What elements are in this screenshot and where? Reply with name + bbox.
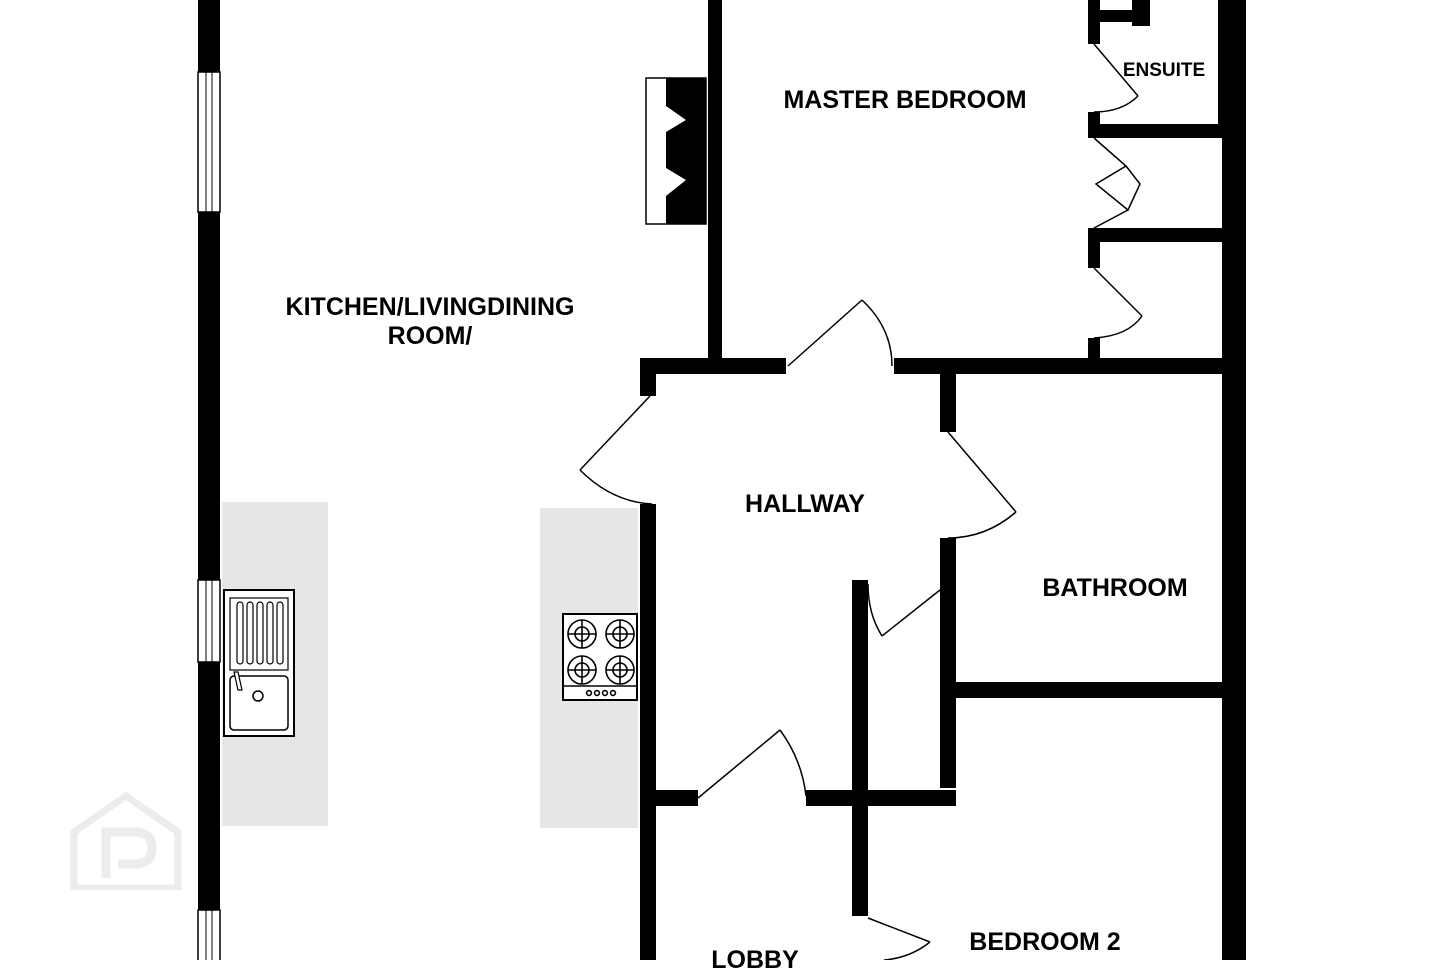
room-label-kitchen: KITCHEN/LIVINGDINING ROOM/ <box>230 293 630 351</box>
room-label-ensuite: ENSUITE <box>1122 60 1206 81</box>
room-label-kitchen-line1: KITCHEN/LIVINGDINING <box>285 293 575 321</box>
interior-walls <box>640 0 1246 960</box>
room-label-master-bedroom: MASTER BEDROOM <box>783 86 1027 114</box>
watermark-logo-icon <box>70 792 182 890</box>
window-left-upper <box>197 71 221 213</box>
room-label-bedroom-2: BEDROOM 2 <box>969 928 1121 956</box>
room-label-hallway: HALLWAY <box>745 490 865 518</box>
exterior-wall-left <box>198 0 220 910</box>
room-label-bathroom: BATHROOM <box>1042 574 1188 602</box>
room-label-lobby: LOBBY <box>711 946 799 974</box>
window-left-middle <box>197 579 221 663</box>
room-label-kitchen-line2: ROOM/ <box>387 321 473 350</box>
hob-icon <box>562 613 638 701</box>
sink-icon <box>223 589 295 737</box>
door-swings <box>579 43 1143 960</box>
window-left-lower <box>197 909 221 960</box>
chimney-breast <box>645 77 707 225</box>
